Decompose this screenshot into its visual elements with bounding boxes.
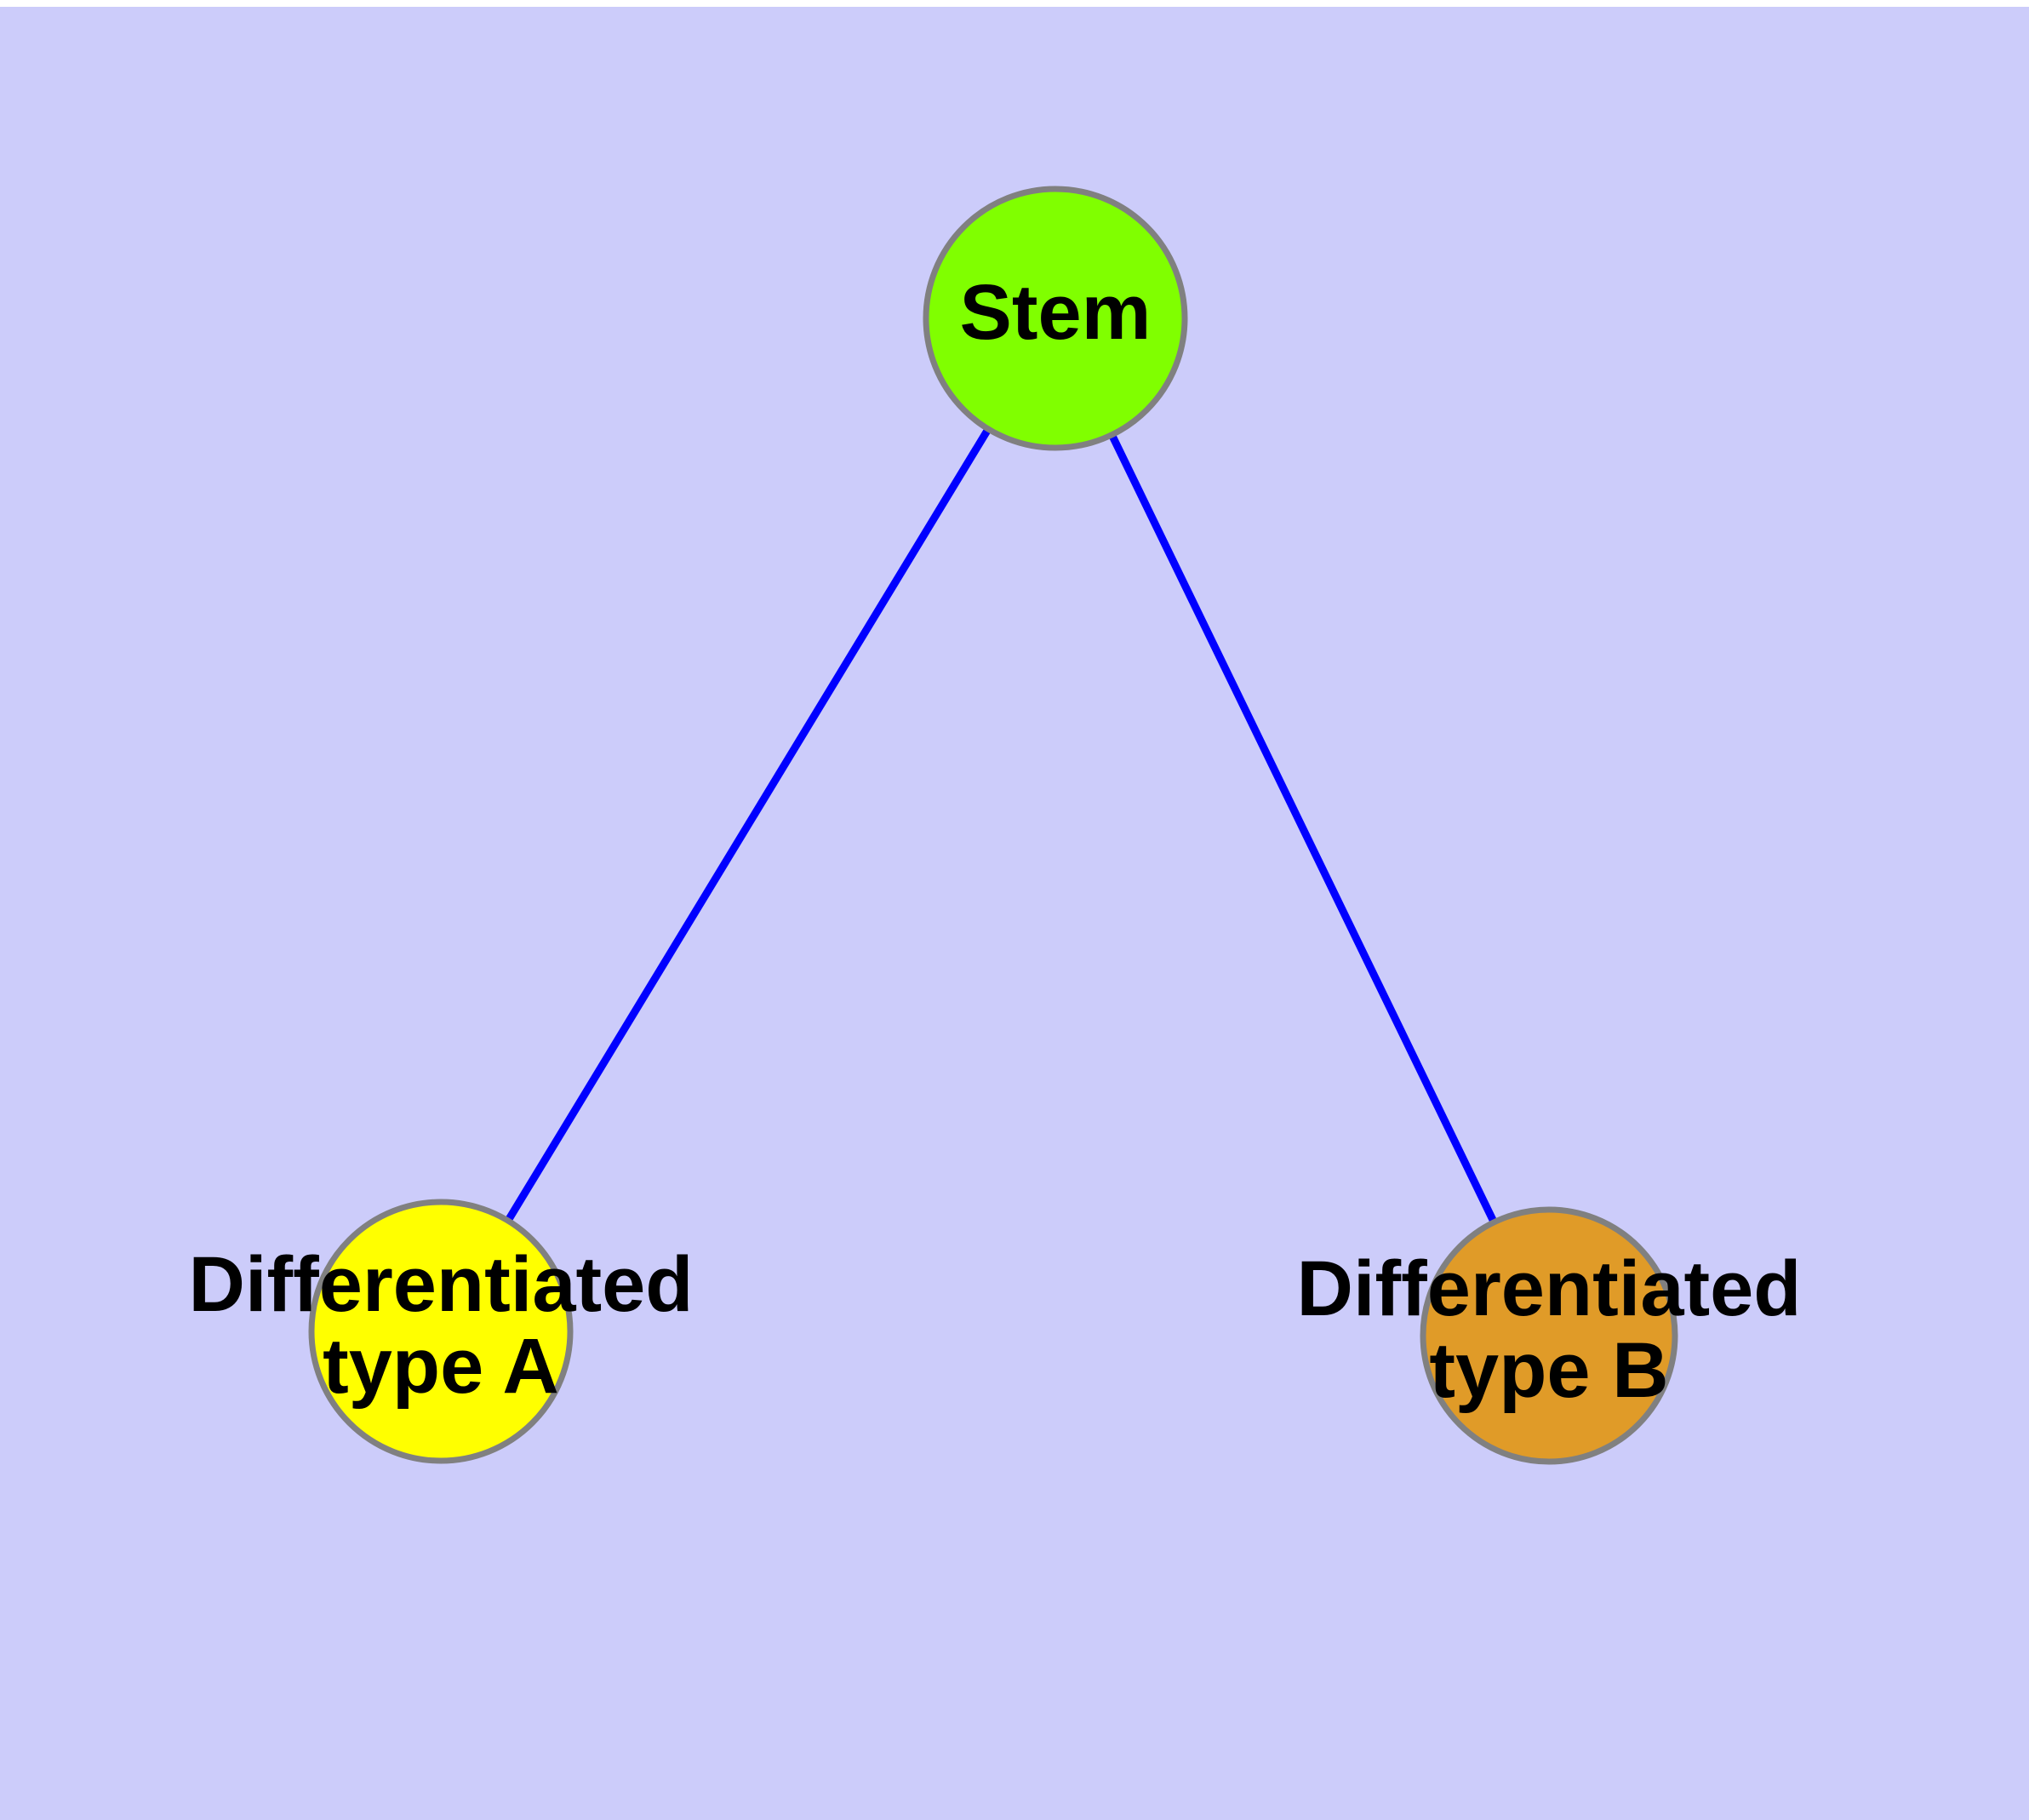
graph-node-label-line: Differentiated — [189, 1241, 694, 1328]
canvas-top-margin — [0, 0, 2029, 7]
graph-edge[interactable] — [437, 316, 1059, 1334]
graph-edge[interactable] — [1051, 317, 1553, 1337]
graph-node-label-line: Differentiated — [1297, 1245, 1802, 1332]
graph-node-label-line: Stem — [960, 269, 1152, 356]
graph-node-label-stem: Stem — [960, 269, 1152, 356]
graph-node-stem[interactable] — [923, 186, 1188, 451]
graph-node-label-line: type B — [1429, 1327, 1668, 1414]
graph-node-diff_a[interactable] — [308, 1199, 574, 1464]
graph-node-label-line: type A — [323, 1323, 559, 1410]
nodes-layer — [308, 186, 1678, 1465]
edges-layer — [437, 316, 1553, 1337]
graph-node-diff_b[interactable] — [1420, 1206, 1678, 1465]
